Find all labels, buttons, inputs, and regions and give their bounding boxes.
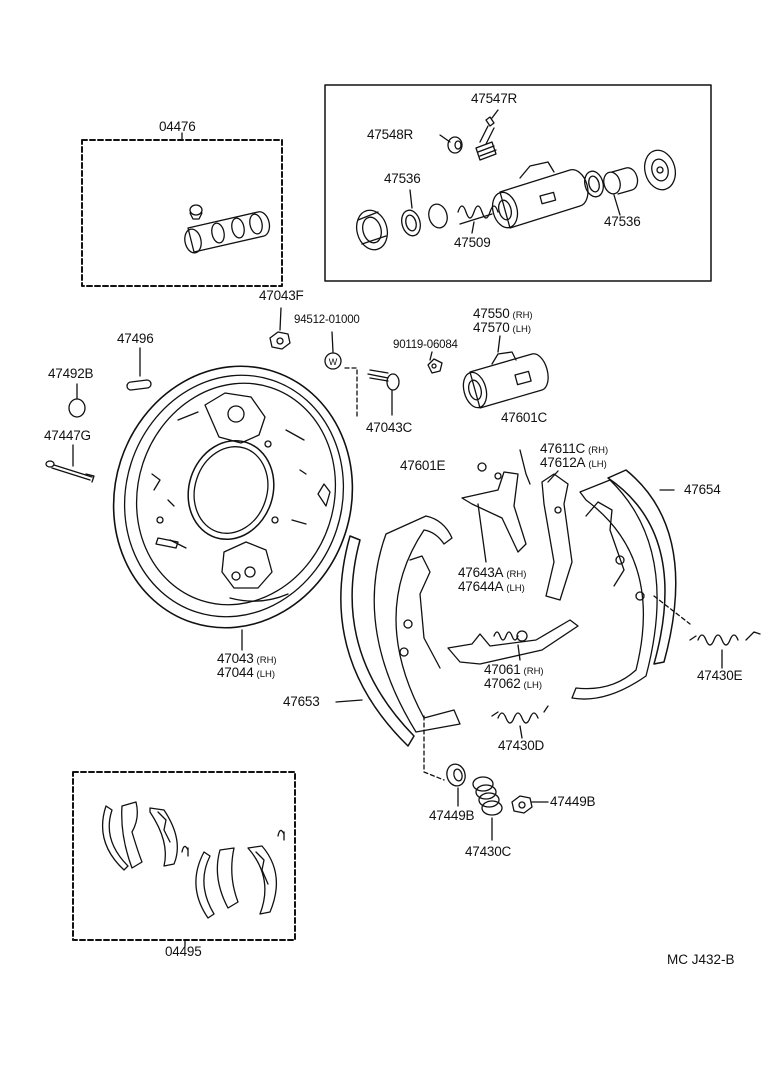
label-47061-number: 47061 — [484, 662, 521, 677]
label-47548r: 47548R — [367, 127, 414, 142]
label-94512-01000: 94512-01000 — [294, 314, 360, 326]
label-47492b: 47492B — [48, 366, 94, 381]
backing-plate — [80, 335, 386, 659]
label-47043-suffix: (RH) — [256, 655, 277, 666]
label-47643a-number: 47643A — [458, 565, 504, 580]
shoe-hardware — [462, 450, 572, 600]
cylinder-kit-04476 — [82, 133, 282, 286]
label-90119-06084: 90119-06084 — [393, 339, 458, 351]
brake-shoe-left — [336, 516, 460, 780]
label-47449b-left: 47449B — [429, 808, 475, 823]
label-47601c: 47601C — [501, 410, 548, 425]
label-47550: 47550(RH) — [473, 306, 533, 321]
label-47043c: 47043C — [366, 420, 413, 435]
label-47044-number: 47044 — [217, 665, 254, 680]
label-47550-suffix: (RH) — [512, 310, 533, 321]
diagram-reference-code: MC J432-B — [667, 952, 735, 967]
adjuster-assy — [448, 620, 578, 664]
label-47430c: 47430C — [465, 844, 512, 859]
label-47612a: 47612A(LH) — [540, 455, 607, 470]
label-47449b-right: 47449B — [550, 794, 596, 809]
label-47430e: 47430E — [697, 668, 743, 683]
label-47612a-suffix: (LH) — [588, 459, 607, 470]
wheel-cylinder-exploded — [325, 85, 711, 281]
hold-down-parts — [444, 762, 548, 840]
label-47044: 47044(LH) — [217, 665, 275, 680]
label-47644a-number: 47644A — [458, 579, 504, 594]
label-47654: 47654 — [684, 482, 721, 497]
label-47061: 47061(RH) — [484, 662, 544, 677]
label-47043-number: 47043 — [217, 651, 254, 666]
small-hardware — [46, 308, 442, 482]
label-47611c: 47611C(RH) — [540, 441, 608, 456]
label-47447g: 47447G — [44, 428, 91, 443]
brake-shoe-right — [572, 470, 690, 699]
springs — [492, 632, 760, 738]
label-47062-number: 47062 — [484, 676, 521, 691]
label-47062-suffix: (LH) — [523, 680, 543, 691]
label-47430d: 47430D — [498, 738, 545, 753]
label-47496: 47496 — [117, 331, 154, 346]
washer-mark: W — [329, 357, 338, 367]
label-47601e: 47601E — [400, 458, 446, 473]
label-47570-suffix: (LH) — [512, 324, 532, 335]
label-47643a-suffix: (RH) — [506, 569, 527, 580]
shoe-kit-04495 — [73, 772, 295, 946]
label-47611c-number: 47611C — [540, 441, 586, 456]
wheel-cylinder-assy — [460, 336, 548, 410]
label-47570-number: 47570 — [473, 320, 510, 335]
label-47044-suffix: (LH) — [256, 669, 276, 680]
label-47644a: 47644A(LH) — [458, 579, 525, 594]
label-47536-left: 47536 — [384, 171, 421, 186]
label-04476: 04476 — [159, 119, 196, 134]
label-47570: 47570(LH) — [473, 320, 531, 335]
label-47509: 47509 — [454, 235, 491, 250]
label-47550-number: 47550 — [473, 306, 510, 321]
label-47611c-suffix: (RH) — [588, 445, 609, 456]
label-47043: 47043(RH) — [217, 651, 277, 666]
label-47643a: 47643A(RH) — [458, 565, 526, 580]
label-47536-right: 47536 — [604, 214, 641, 229]
label-47061-suffix: (RH) — [523, 666, 544, 677]
label-04495: 04495 — [165, 944, 202, 959]
label-47612a-number: 47612A — [540, 455, 586, 470]
label-47644a-suffix: (LH) — [506, 583, 525, 594]
label-47653: 47653 — [283, 694, 320, 709]
label-47547r: 47547R — [471, 91, 518, 106]
label-47062: 47062(LH) — [484, 676, 542, 691]
label-47043f: 47043F — [259, 288, 304, 303]
